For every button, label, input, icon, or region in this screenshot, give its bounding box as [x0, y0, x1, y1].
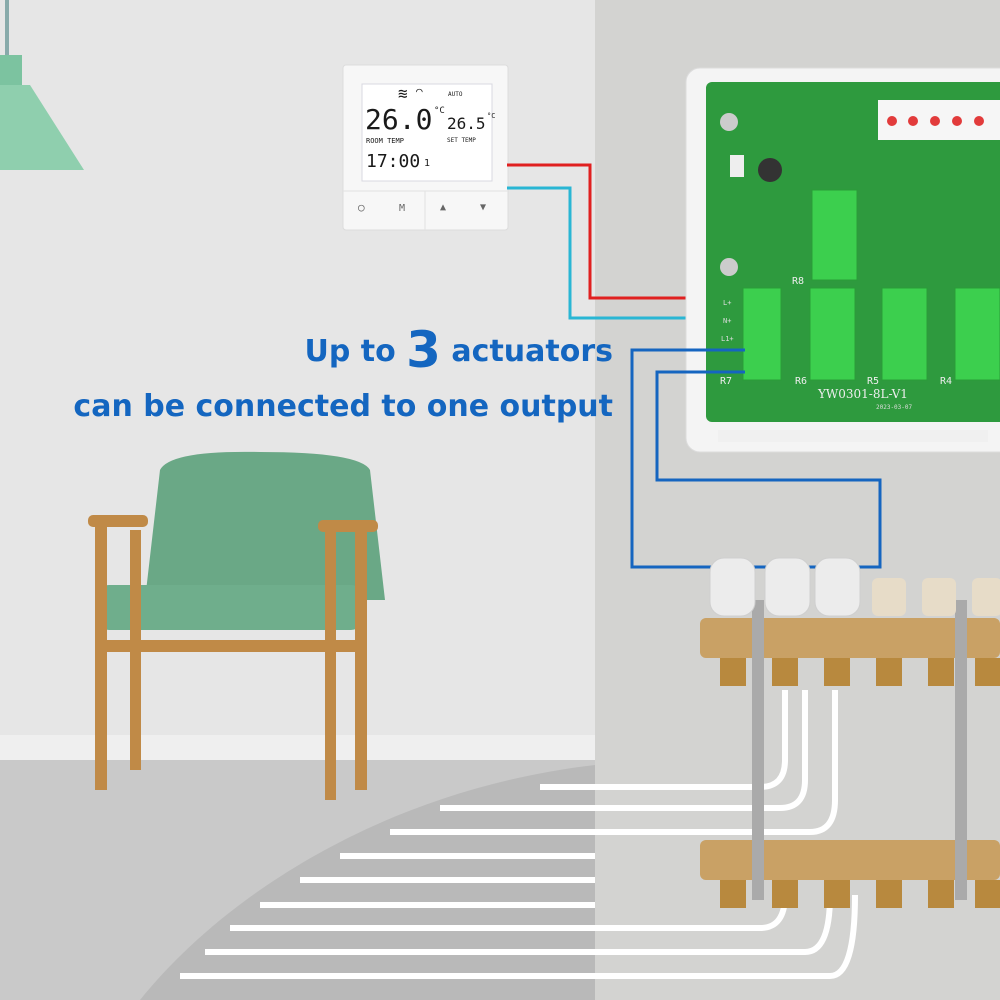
relay-label: R7 — [720, 376, 733, 387]
actuators — [709, 557, 861, 617]
headline-suffix: actuators — [451, 334, 613, 369]
pendant-lamp — [0, 0, 84, 170]
controller-box — [685, 67, 1000, 453]
board-model: YW0301-8L-V1 — [818, 387, 908, 401]
thermostat — [342, 64, 509, 231]
down-button[interactable]: ▼ — [480, 202, 487, 213]
live-wire — [507, 163, 745, 300]
day-number: 1 — [424, 158, 431, 169]
relay-label: R5 — [867, 376, 880, 387]
power-button[interactable]: ○ — [358, 201, 365, 214]
set-temp-unit: °C — [487, 112, 496, 120]
headline-number: 3 — [406, 321, 441, 379]
wifi-icon: ◠ — [416, 85, 423, 98]
room-temp-unit: °C — [434, 106, 445, 116]
mode-button[interactable]: M — [399, 203, 406, 214]
headline-prefix: Up to — [304, 334, 396, 369]
set-temp-value: 26.5 — [447, 114, 486, 133]
terminal-label: L+ — [723, 299, 732, 307]
heating-icon: ≋ — [398, 84, 408, 103]
room-temp-value: 26.0 — [365, 103, 433, 136]
board-date: 2023-03-07 — [876, 404, 913, 411]
headline-line-2: can be connected to one output — [73, 389, 613, 424]
relay-label: R4 — [940, 376, 953, 387]
relay-label: R8 — [792, 276, 805, 287]
actuator-wire — [630, 348, 882, 569]
clock-time: 17:00 — [366, 151, 421, 172]
relay-label: R6 — [795, 376, 808, 387]
headline-line-1: Up to 3 actuators — [304, 324, 613, 380]
up-button[interactable]: ▲ — [440, 202, 447, 213]
terminal-label: L1+ — [721, 335, 734, 343]
armchair — [88, 451, 385, 800]
terminal-label: N+ — [723, 317, 732, 325]
room-temp-label: ROOM TEMP — [366, 137, 404, 145]
neutral-wire — [507, 186, 745, 320]
auto-label: AUTO — [448, 91, 463, 98]
manifold — [700, 557, 1000, 908]
baseboard — [0, 735, 595, 760]
set-temp-label: SET TEMP — [447, 137, 476, 144]
